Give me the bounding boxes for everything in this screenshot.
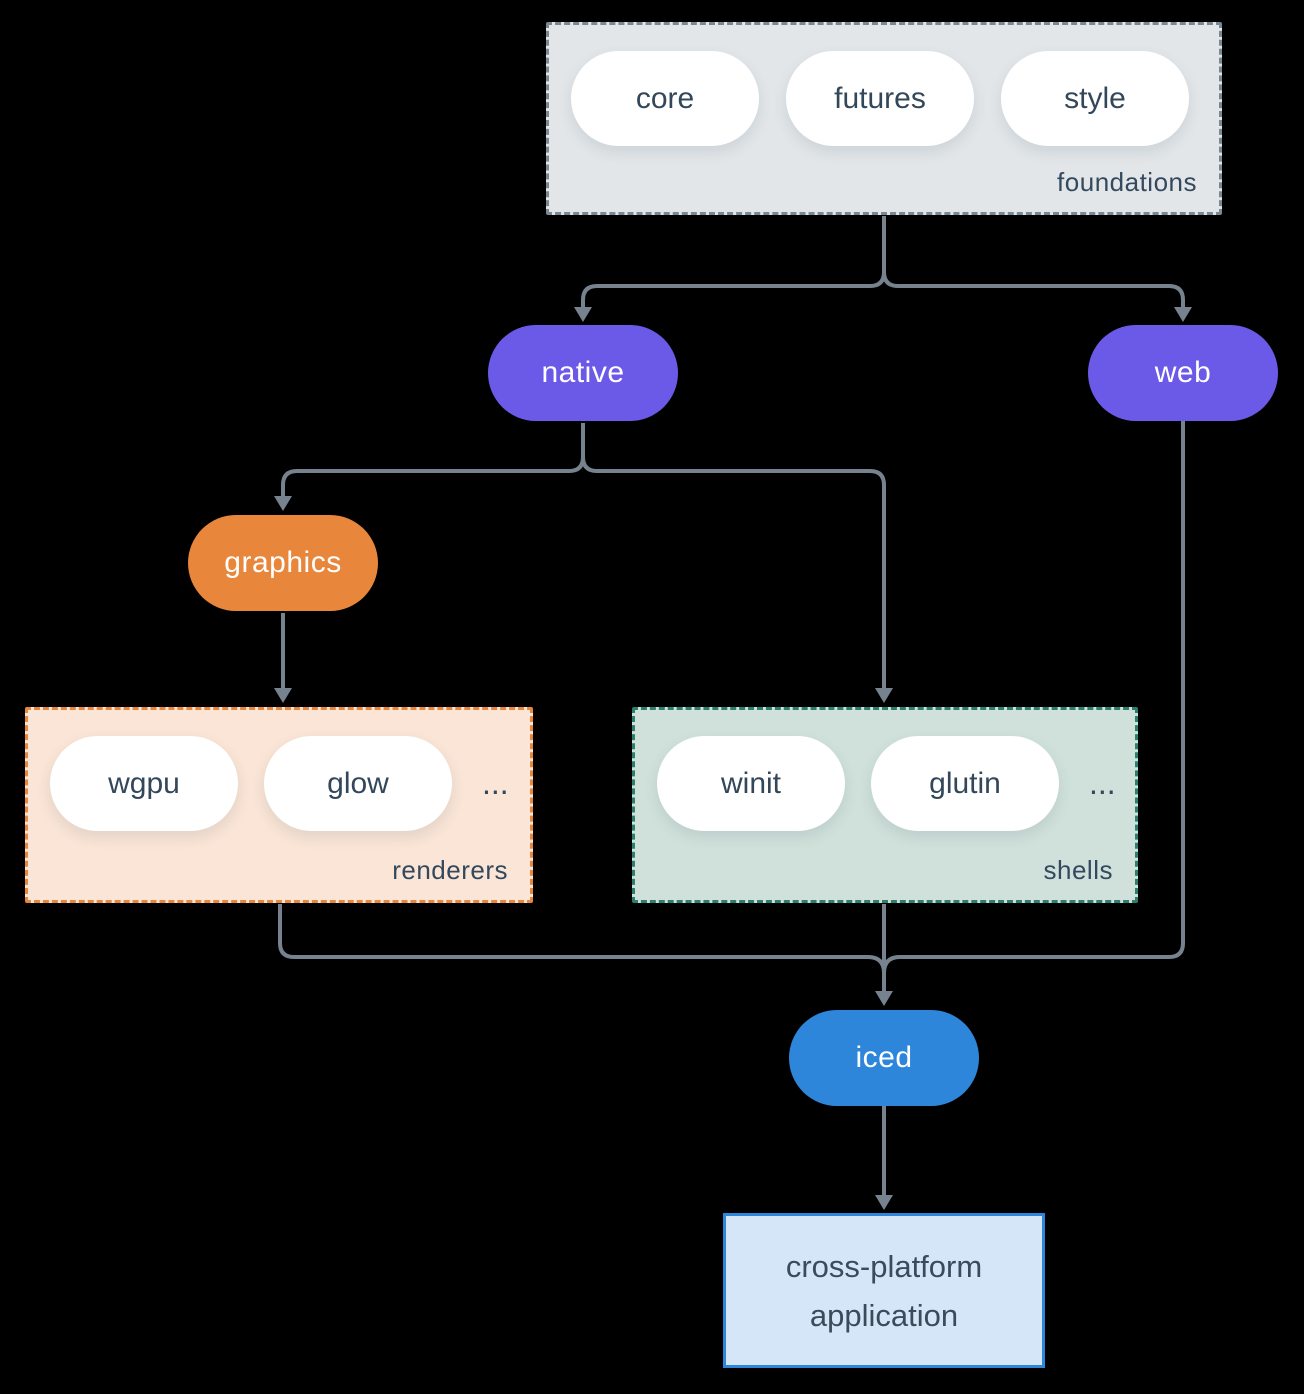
node-glutin: glutin	[871, 736, 1059, 831]
arrowhead-shells	[875, 688, 893, 703]
node-glow: glow	[264, 736, 452, 831]
app-label-line1: cross-platform	[785, 1248, 983, 1284]
renderers-ellipsis: ...	[482, 765, 509, 801]
node-core: core	[571, 51, 759, 146]
arrowhead-native	[574, 307, 592, 322]
shells-pill-row: winit glutin ...	[635, 710, 1135, 831]
edge-foundations-native	[581, 216, 886, 308]
arrowhead-graphics	[274, 496, 292, 511]
node-iced: iced	[789, 1010, 979, 1106]
group-foundations: core futures style foundations	[546, 22, 1222, 215]
node-style: style	[1001, 51, 1189, 146]
renderers-pill-row: wgpu glow ...	[28, 710, 530, 831]
group-renderers: wgpu glow ... renderers	[25, 707, 533, 903]
arrowhead-application	[875, 1195, 893, 1210]
arrowhead-renderers	[274, 688, 292, 703]
node-native: native	[488, 325, 678, 421]
node-graphics: graphics	[188, 515, 378, 611]
shells-ellipsis: ...	[1089, 765, 1116, 801]
foundations-pill-row: core futures style	[549, 25, 1219, 146]
node-web: web	[1088, 325, 1278, 421]
group-shells: winit glutin ... shells	[632, 707, 1138, 903]
arrowhead-web	[1174, 307, 1192, 322]
app-label-line2: application	[809, 1297, 959, 1333]
edge-native-graphics	[281, 423, 585, 497]
arrowhead-iced	[875, 991, 893, 1006]
shells-label: shells	[1043, 855, 1113, 885]
node-wgpu: wgpu	[50, 736, 238, 831]
node-futures: futures	[786, 51, 974, 146]
node-winit: winit	[657, 736, 845, 831]
node-cross-platform-application: cross-platform application	[723, 1213, 1045, 1368]
foundations-label: foundations	[1057, 167, 1197, 197]
edge-renderers-iced	[278, 904, 886, 974]
renderers-label: renderers	[392, 855, 508, 885]
edge-native-shells	[581, 423, 886, 689]
edge-foundations-web	[882, 216, 1185, 308]
